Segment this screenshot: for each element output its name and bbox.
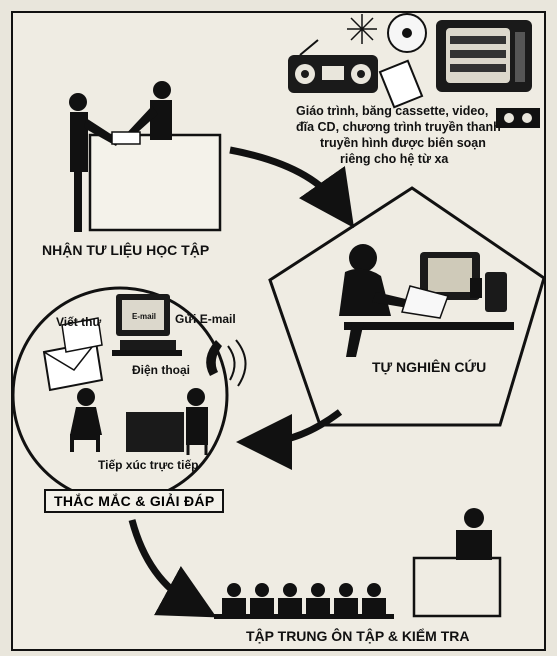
materials-caption-line: Giáo trình, băng cassette, video,: [296, 104, 489, 118]
materials-handover-icon: [69, 81, 222, 232]
arrow-to-qa: [236, 409, 343, 470]
step-qa-box: THẮC MẮC & GIẢI ĐÁP: [44, 489, 225, 513]
radio-cassette-icon: [288, 39, 378, 93]
step-self-study: TỰ NGHIÊN CỨU: [372, 359, 487, 375]
materials-caption: Giáo trình, băng cassette, video, đĩa CD…: [296, 103, 501, 167]
exam-students-icon: [214, 583, 394, 619]
contact-phone-label: Điện thoại: [132, 363, 191, 377]
screen-email-text: E-mail: [132, 312, 157, 321]
cassette-tape-icon: [378, 59, 424, 109]
email-computer-icon: [112, 294, 182, 356]
letter-icon: [42, 317, 104, 392]
television-icon: [436, 20, 532, 92]
contact-email-label: Gửi E-mail: [175, 312, 236, 326]
video-tape-icon: [496, 108, 540, 128]
student-computer-icon: [339, 244, 514, 357]
contact-in-person-label: Tiếp xúc trực tiếp: [98, 458, 199, 472]
materials-caption-line: truyền hình được biên soạn: [320, 136, 486, 150]
materials-caption-line: đĩa CD, chương trình truyền thanh: [296, 120, 501, 134]
step-receive-materials: NHẬN TƯ LIỆU HỌC TẬP: [42, 242, 210, 258]
exam-proctor-icon: [412, 508, 502, 618]
cd-disc-icon: [387, 13, 427, 53]
telephone-icon: [206, 339, 247, 387]
materials-caption-line: riêng cho hệ từ xa: [340, 152, 449, 166]
step-review-exam: TẬP TRUNG ÔN TẬP & KIỂM TRA: [246, 628, 470, 644]
arrow-to-self-study: [229, 146, 355, 228]
in-person-meeting-icon: [70, 388, 208, 455]
spark-icon: [347, 14, 377, 44]
contact-letter-label: Viết thư: [56, 315, 102, 329]
arrow-to-review: [128, 519, 217, 618]
